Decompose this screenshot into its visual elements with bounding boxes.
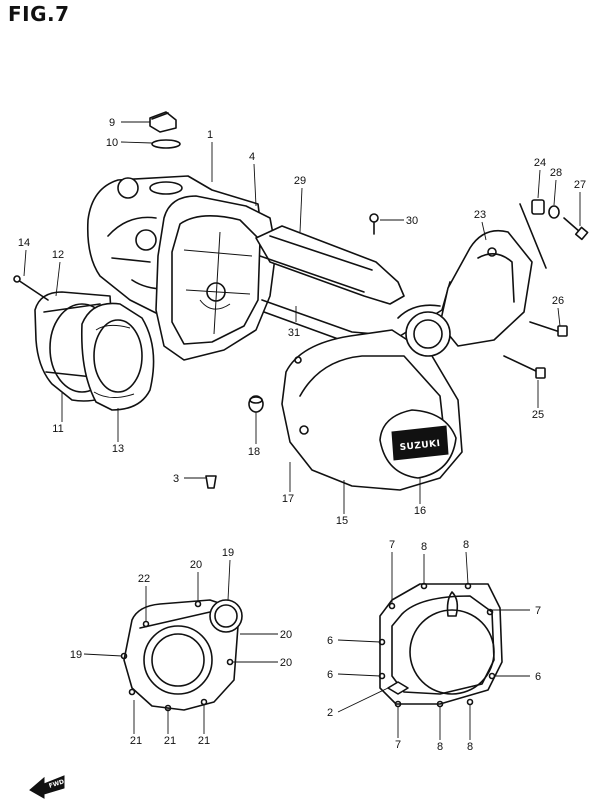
callout-label-c20b: 20: [280, 629, 292, 641]
callout-label-c31: 31: [288, 327, 300, 339]
callout-label-c11: 11: [52, 423, 63, 435]
callout-label-c20a: 20: [190, 559, 202, 571]
callout-label-c8b: 8: [463, 539, 469, 551]
callout-label-c7c: 7: [395, 739, 401, 751]
leader-line-c29: [299, 187, 303, 233]
screw-3: [205, 475, 217, 489]
callout-label-c18: 18: [248, 446, 260, 458]
generator-cover-gasket: [120, 599, 243, 712]
leader-line-c19b: [83, 653, 123, 657]
callout-label-c12: 12: [52, 249, 64, 261]
callout-label-c6c: 6: [535, 671, 541, 683]
callout-label-c21a: 21: [130, 735, 142, 747]
callout-label-c4: 4: [249, 151, 255, 163]
cap-24: [531, 199, 545, 215]
callout-label-c9: 9: [109, 117, 115, 129]
fwd-arrow-label: FWD: [48, 778, 65, 790]
suzuki-emblem: SUZUKI: [379, 409, 457, 479]
callout-label-c30: 30: [406, 215, 418, 227]
bolt-25: [503, 355, 546, 379]
callout-label-c7b: 7: [535, 605, 541, 617]
leader-lines: [23, 121, 581, 740]
callout-label-c24: 24: [534, 157, 546, 169]
bolt-26: [529, 321, 568, 337]
leader-line-c23: [481, 221, 487, 241]
callout-label-c20c: 20: [280, 657, 292, 669]
bolt-30: [369, 213, 379, 235]
callout-labels: 9101429302428272314121113312625183171516…: [18, 117, 586, 753]
washer-28: [548, 205, 560, 219]
callout-label-c7a: 7: [389, 539, 395, 551]
callout-label-c8d: 8: [467, 741, 473, 753]
callout-label-c28: 28: [550, 167, 562, 179]
callout-label-c19a: 19: [222, 547, 234, 559]
callout-label-c6b: 6: [327, 669, 333, 681]
leader-line-c8b: [465, 551, 469, 585]
callout-label-c21b: 21: [164, 735, 176, 747]
callout-label-c3: 3: [173, 473, 179, 485]
bolt-27: [563, 217, 589, 241]
callout-label-c17: 17: [282, 493, 294, 505]
o-ring: [151, 139, 181, 149]
leader-line-c12: [55, 261, 61, 297]
fwd-arrow: FWD: [29, 775, 65, 799]
callout-label-c19b: 19: [70, 649, 82, 661]
callout-label-c25: 25: [532, 409, 544, 421]
callout-label-c8a: 8: [421, 541, 427, 553]
callout-label-c6a: 6: [327, 635, 333, 647]
bolt-14: [13, 275, 49, 301]
oil-filler-cap: [149, 111, 177, 133]
callout-label-c21c: 21: [198, 735, 210, 747]
gasket-4: [155, 195, 277, 361]
clutch-cover-gasket: [378, 582, 503, 708]
callout-label-c26: 26: [552, 295, 564, 307]
emblem-brand-text: SUZUKI: [399, 439, 441, 453]
callout-label-c2: 2: [327, 707, 333, 719]
figure-title: FIG.7: [8, 2, 70, 26]
leader-line-c26: [557, 307, 561, 327]
cover-29: [255, 225, 405, 305]
leader-line-c2: [337, 687, 389, 713]
cover-23: [439, 203, 547, 347]
callout-label-c8c: 8: [437, 741, 443, 753]
cover-13: [80, 302, 155, 411]
leader-line-c6b: [337, 673, 381, 677]
callout-label-c23: 23: [474, 209, 486, 221]
callout-label-c29: 29: [294, 175, 306, 187]
callout-label-c27: 27: [574, 179, 586, 191]
leader-line-c24: [537, 169, 541, 199]
callout-label-c15: 15: [336, 515, 348, 527]
leader-line-c6a: [337, 639, 381, 643]
leader-line-c14: [23, 249, 27, 277]
callout-label-c13: 13: [112, 443, 124, 455]
callout-label-c14: 14: [18, 237, 30, 249]
callout-label-c1: 1: [207, 129, 213, 141]
callout-label-c10: 10: [106, 137, 118, 149]
leader-line-c28: [553, 179, 557, 206]
leader-line-c10: [120, 141, 153, 144]
cap-18: [248, 395, 264, 413]
leader-line-c4: [253, 163, 257, 207]
leader-line-c19a: [227, 559, 231, 601]
callout-label-c16: 16: [414, 505, 426, 517]
callout-label-c22: 22: [138, 573, 150, 585]
